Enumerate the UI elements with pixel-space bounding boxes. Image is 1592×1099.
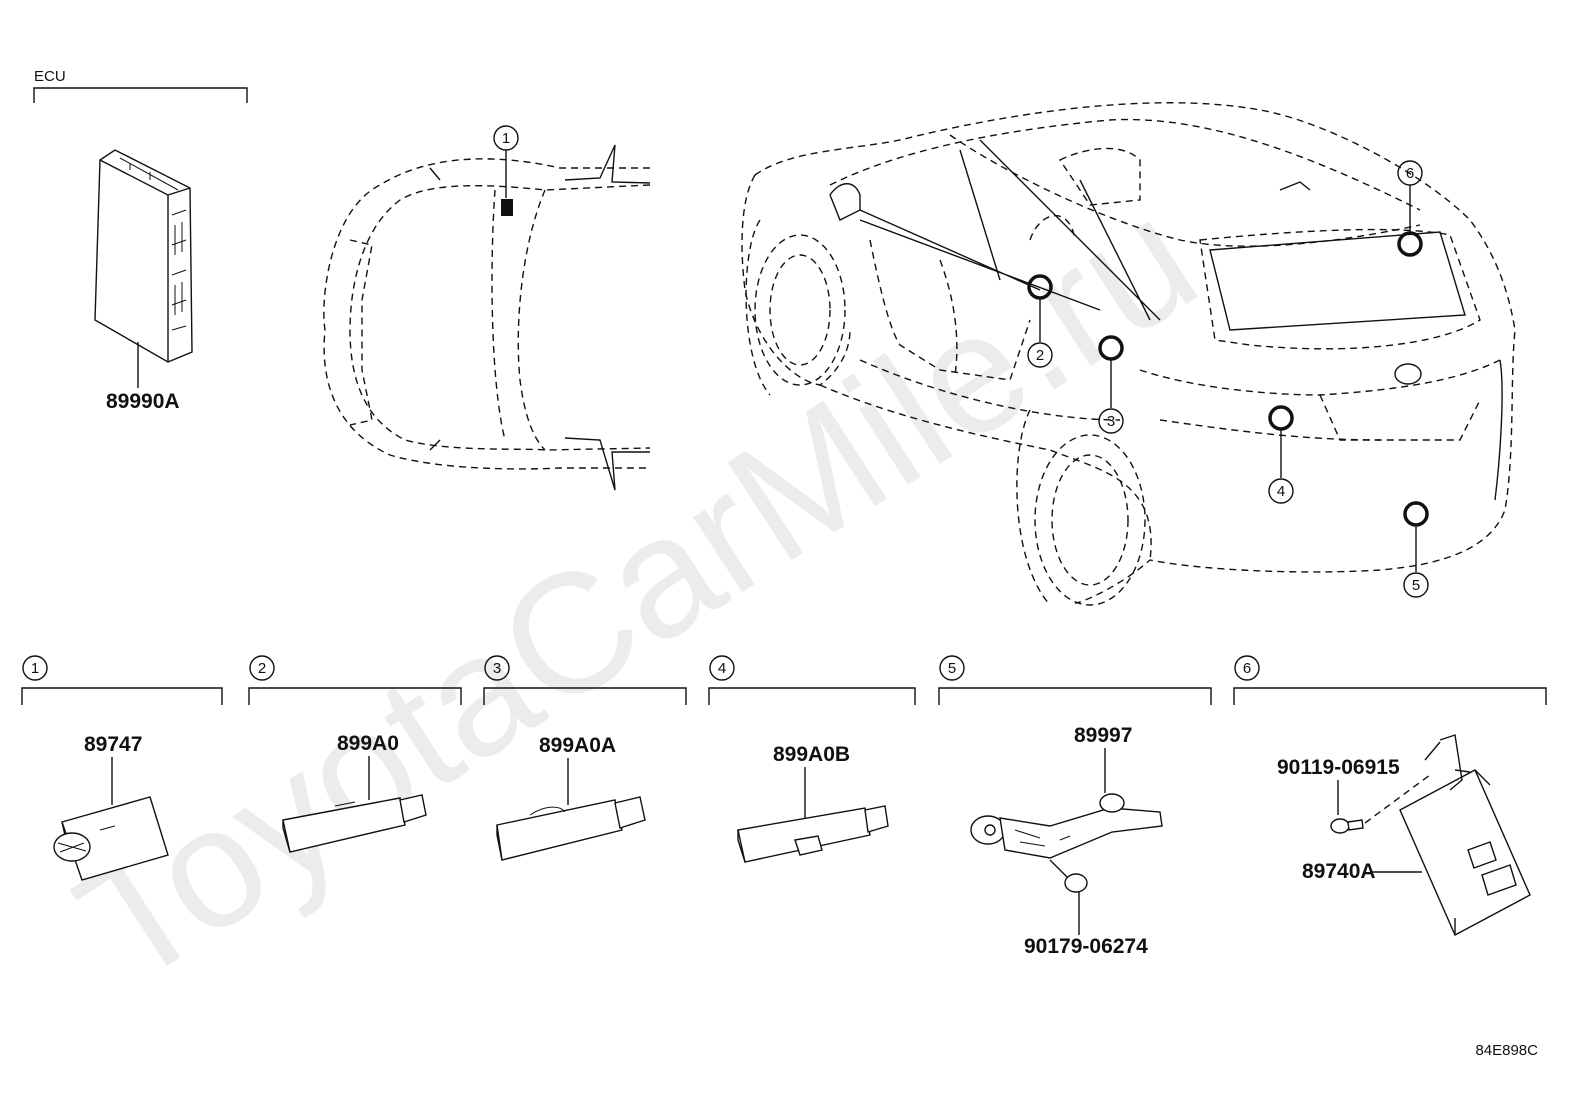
section-2-part: 899A0 [282, 732, 427, 853]
section-6-index [1234, 655, 1260, 681]
part-number-899A0: 899A0 [337, 732, 399, 755]
callout-6-label: 6 [1406, 165, 1414, 182]
part-number-90179-06274: 90179-06274 [1024, 935, 1148, 958]
section-2-index [249, 655, 275, 681]
callout-5 [1403, 572, 1429, 598]
ecu-module-drawing [94, 149, 193, 363]
sensor-location-4 [1268, 405, 1294, 431]
section-3-index-label: 3 [493, 660, 501, 677]
section-headers: 1 2 3 4 5 6 [21, 655, 1547, 705]
sensor-location-5 [1403, 501, 1429, 527]
callout-2 [1027, 342, 1053, 368]
section-5-part: 89997 90179-06274 [970, 724, 1163, 958]
sensor-location-6 [1397, 231, 1423, 257]
ecu-header: ECU [34, 68, 66, 85]
section-1-index [22, 655, 48, 681]
part-number-90119-06915: 90119-06915 [1277, 756, 1400, 779]
ecu-part-number: 89990A [106, 390, 180, 413]
section-4-index [709, 655, 735, 681]
section-5-index-label: 5 [948, 660, 956, 677]
callout-3-label: 3 [1107, 413, 1115, 430]
callout-1-top-label: 1 [502, 130, 510, 147]
part-number-89740A: 89740A [1302, 860, 1376, 883]
callout-5-label: 5 [1412, 577, 1420, 594]
car-three-quarter-view: 2 3 4 5 6 [741, 102, 1516, 606]
part-number-89997: 89997 [1074, 724, 1132, 747]
ecu-group: ECU 89990A [33, 68, 248, 413]
section-1-index-label: 1 [31, 660, 39, 677]
part-number-899A0A: 899A0A [539, 734, 616, 757]
car-top-view: 1 [323, 125, 651, 491]
section-2-index-label: 2 [258, 660, 266, 677]
section-3-index [484, 655, 510, 681]
section-4-index-label: 4 [718, 660, 726, 677]
callout-4 [1268, 478, 1294, 504]
part-number-899A0B: 899A0B [773, 743, 850, 766]
section-6-index-label: 6 [1243, 660, 1251, 677]
callout-2-label: 2 [1036, 347, 1044, 364]
callout-1-top [493, 125, 519, 151]
section-1-part: 89747 [53, 733, 169, 881]
callout-3 [1098, 408, 1124, 434]
section-6-part: 90119-06915 89740A [1277, 734, 1531, 936]
callout-4-label: 4 [1277, 483, 1285, 500]
section-5-index [939, 655, 965, 681]
part-number-89747: 89747 [84, 733, 142, 756]
diagram-code: 84E898C [1475, 1042, 1538, 1059]
section-4-part: 899A0B [737, 743, 889, 863]
ecu-location-marker [501, 199, 513, 216]
section-3-part: 899A0A [496, 734, 646, 861]
callout-6 [1397, 160, 1423, 186]
